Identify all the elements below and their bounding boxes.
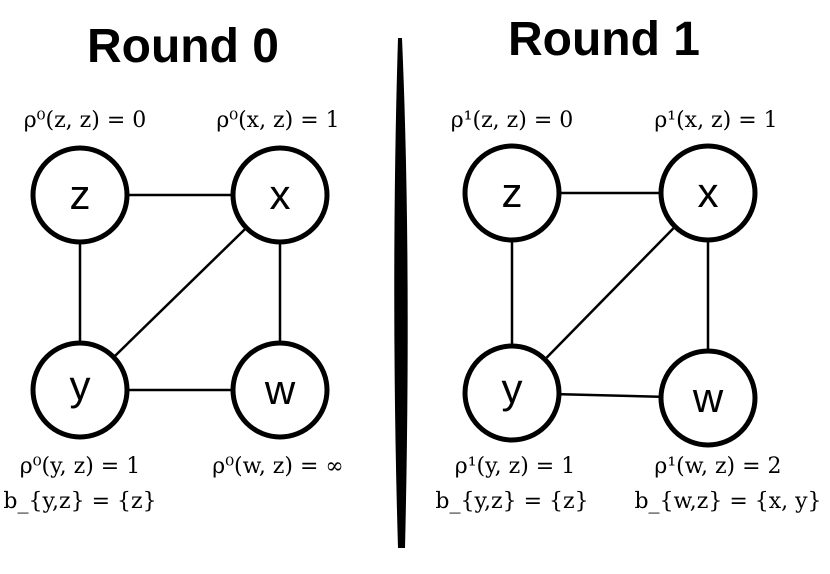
annotation-rho-w: ρ⁰(w, z) = ∞ (212, 454, 343, 479)
panel-title: Round 1 (508, 13, 700, 66)
annotation-rho-x: ρ¹(x, z) = 1 (654, 108, 777, 133)
node-label: y (70, 362, 91, 409)
annotation-rho-z: ρ¹(z, z) = 0 (451, 108, 574, 133)
node-label: x (270, 171, 291, 218)
node-x: x (230, 145, 330, 245)
node-z: z (462, 143, 562, 243)
panel-round-1: Round 1 z x y w ρ¹(z, z) = 0 ρ¹(x, z) = … (435, 13, 821, 514)
annotation-b-y: b_{y,z} = {z} (3, 489, 156, 514)
node-w: w (230, 340, 330, 440)
panel-title: Round 0 (87, 20, 279, 73)
node-y: y (30, 340, 130, 440)
node-label: x (698, 169, 719, 216)
annotation-rho-x: ρ⁰(x, z) = 1 (216, 108, 339, 133)
node-x: x (658, 143, 758, 243)
panel-round-0: Round 0 z x y w ρ⁰(z, z) = 0 ρ⁰(x, z) = … (3, 20, 343, 514)
annotation-rho-w: ρ¹(w, z) = 2 (654, 454, 781, 479)
node-y: y (462, 343, 562, 443)
node-label: w (692, 374, 724, 421)
annotation-b-w: b_{w,z} = {x, y} (634, 489, 821, 514)
annotation-rho-y: ρ¹(y, z) = 1 (455, 454, 575, 479)
node-label: z (502, 169, 523, 216)
node-z: z (30, 145, 130, 245)
node-label: z (70, 171, 91, 218)
annotation-b-y: b_{y,z} = {z} (435, 489, 588, 514)
node-label: w (264, 366, 296, 413)
annotation-rho-y: ρ⁰(y, z) = 1 (20, 454, 140, 479)
panel-divider (394, 38, 408, 548)
annotation-rho-z: ρ⁰(z, z) = 0 (24, 108, 147, 133)
node-label: y (502, 365, 523, 412)
node-w: w (658, 348, 758, 448)
